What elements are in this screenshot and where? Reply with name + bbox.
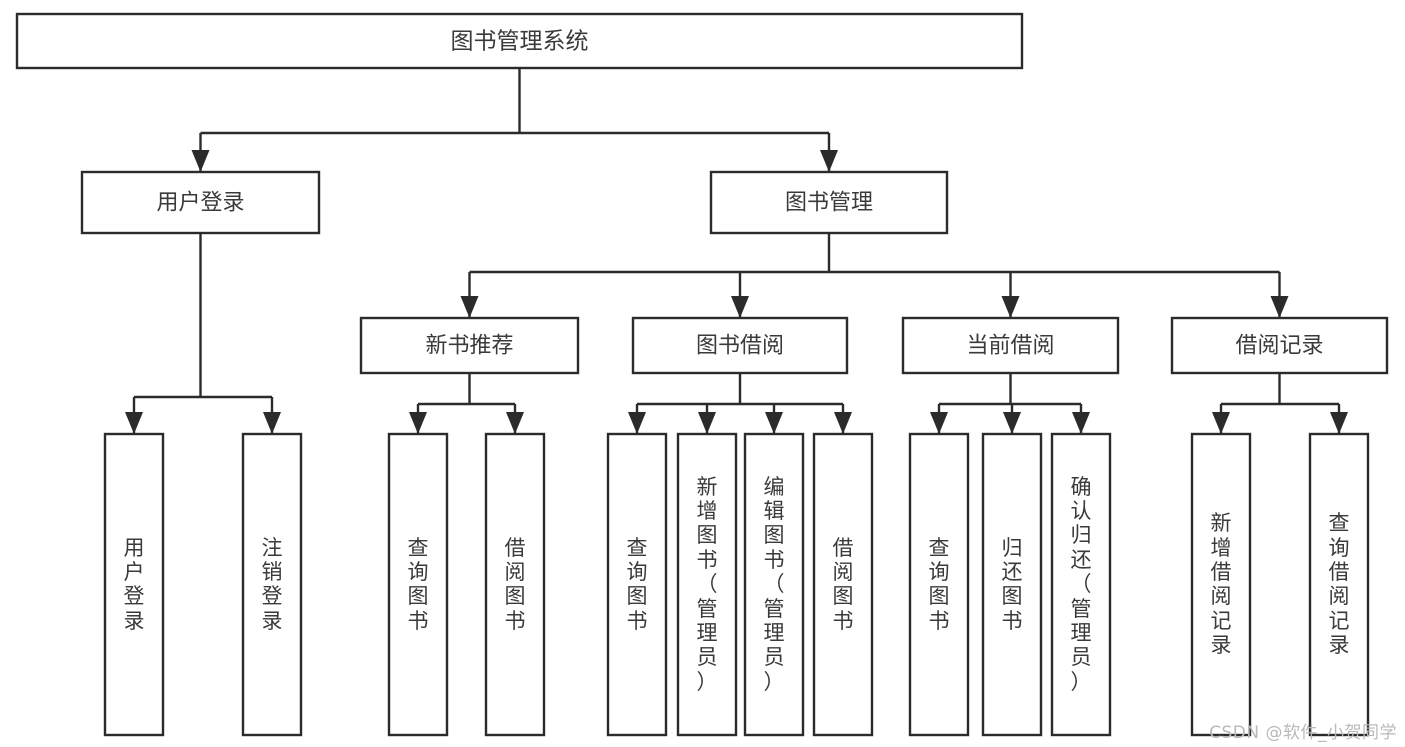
node-box-book-management[interactable] <box>709 170 949 235</box>
node-box-leaf-logout-login[interactable] <box>241 432 303 737</box>
arrow-head-icon <box>930 412 948 434</box>
arrow-head-icon <box>1072 412 1090 434</box>
node-label-book-management: 图书管理 <box>785 191 873 216</box>
node-label-current-borrow: 当前借阅 <box>966 334 1054 359</box>
arrow-head-icon <box>820 150 838 172</box>
arrow-head-icon <box>765 412 783 434</box>
node-box-user-login[interactable] <box>80 170 321 235</box>
node-box-leaf-edit-book-admin[interactable] <box>743 432 805 737</box>
node-box-current-borrow[interactable] <box>901 316 1120 375</box>
node-box-leaf-return-books[interactable] <box>981 432 1043 737</box>
node-boxes <box>15 12 1389 737</box>
arrow-head-icon <box>191 150 210 172</box>
node-box-leaf-query-books-cb[interactable] <box>908 432 970 737</box>
arrow-head-icon <box>1270 296 1289 318</box>
node-box-leaf-user-login[interactable] <box>103 432 165 737</box>
arrow-head-icon <box>1212 412 1230 434</box>
node-box-borrow-record[interactable] <box>1170 316 1389 375</box>
node-box-new-book-recommend[interactable] <box>359 316 580 375</box>
arrow-head-icon <box>834 412 852 434</box>
arrow-head-icon <box>263 412 281 434</box>
node-box-book-borrow[interactable] <box>631 316 849 375</box>
arrow-head-icon <box>628 412 646 434</box>
csdn-watermark: CSDN @软件_小贺同学 <box>1209 723 1397 743</box>
node-box-leaf-borrow-books-bb[interactable] <box>812 432 874 737</box>
node-box-leaf-query-books-nb[interactable] <box>387 432 449 737</box>
node-label-new-book-recommend: 新书推荐 <box>425 334 513 359</box>
node-box-leaf-confirm-return[interactable] <box>1050 432 1112 737</box>
arrow-head-icon <box>409 412 427 434</box>
node-title-box[interactable] <box>15 12 1024 70</box>
node-box-leaf-add-borrow-record[interactable] <box>1190 432 1252 737</box>
node-label-book-borrow: 图书借阅 <box>696 334 784 359</box>
node-box-leaf-query-borrow-record[interactable] <box>1308 432 1370 737</box>
arrow-head-icon <box>506 412 524 434</box>
arrow-head-icon <box>1003 412 1021 434</box>
arrow-head-icon <box>1001 296 1020 318</box>
arrow-head-icon <box>125 412 143 434</box>
node-box-leaf-query-books-bb[interactable] <box>606 432 668 737</box>
arrow-head-icon <box>1330 412 1348 434</box>
arrow-head-icon <box>731 296 749 318</box>
connector-lines <box>125 68 1348 434</box>
node-box-leaf-borrow-books-nb[interactable] <box>484 432 546 737</box>
node-title-label: 图书管理系统 <box>451 29 589 55</box>
arrow-head-icon <box>698 412 716 434</box>
node-label-borrow-record: 借阅记录 <box>1235 334 1323 359</box>
arrow-head-icon <box>460 296 479 318</box>
node-box-leaf-add-book-admin[interactable] <box>676 432 738 737</box>
node-label-user-login: 用户登录 <box>156 191 244 216</box>
